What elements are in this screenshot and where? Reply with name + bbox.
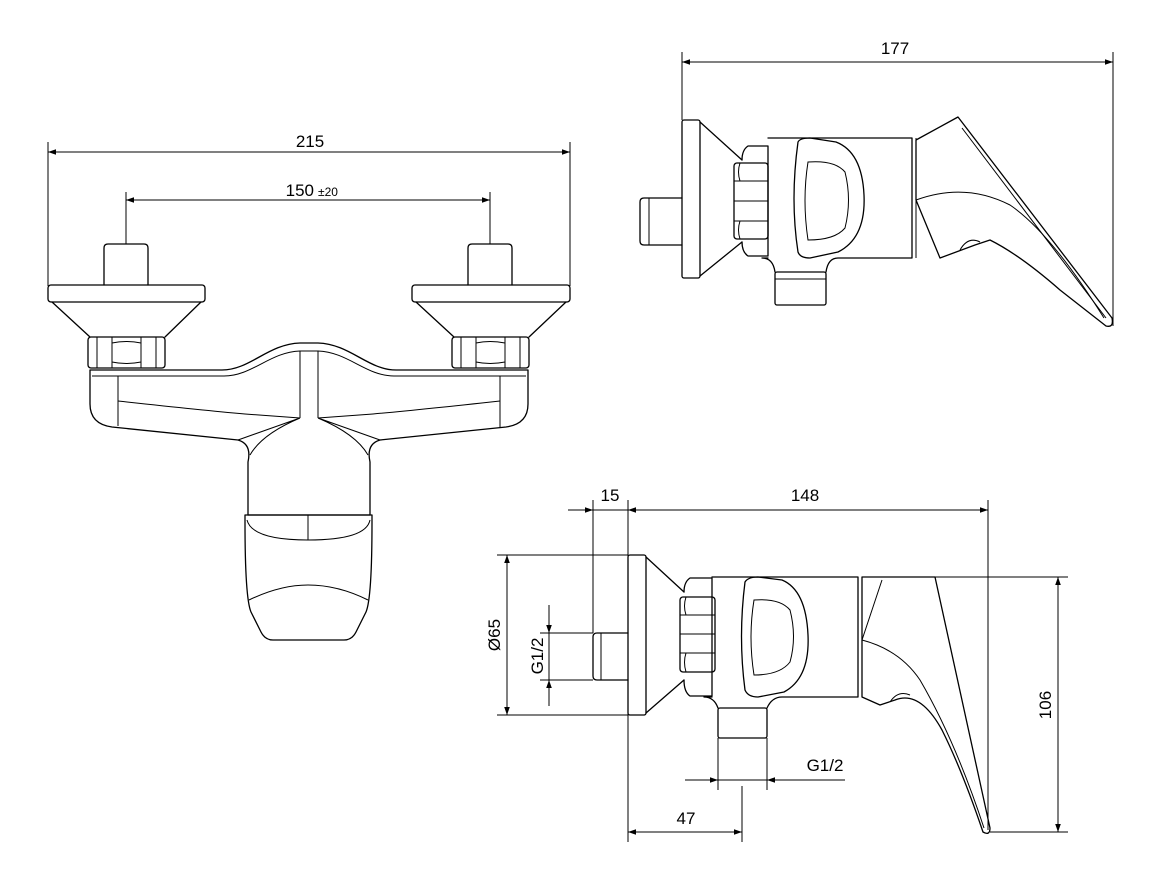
dimension-overall-width: 215 bbox=[47, 132, 571, 286]
rosette-cone bbox=[415, 301, 567, 338]
dimension-inlet-spacing: 150 ±20 bbox=[125, 181, 491, 244]
right-inlet bbox=[411, 243, 571, 369]
tolerance-label: ±20 bbox=[318, 185, 338, 199]
dimension-wall-offset: 15 bbox=[568, 486, 628, 633]
cover-lower-arc bbox=[248, 584, 369, 601]
lever-pivot bbox=[959, 239, 981, 251]
lever-outline bbox=[861, 576, 991, 834]
outlet-stub bbox=[774, 271, 827, 306]
body-arm-crease bbox=[117, 400, 501, 419]
inlet-pipe-stub bbox=[467, 243, 513, 286]
body-outline bbox=[703, 576, 859, 709]
mixer-body-front bbox=[89, 342, 529, 516]
rosette-cone bbox=[699, 121, 743, 277]
wall-rosette bbox=[47, 284, 206, 303]
cover-outline bbox=[244, 514, 373, 641]
dimension-label: 15 bbox=[601, 486, 620, 505]
valve-housing-inner bbox=[750, 599, 794, 676]
lever-pivot bbox=[889, 693, 911, 703]
dimension-height: 106 bbox=[935, 576, 1068, 833]
dimension-rosette-diameter: Ø65 bbox=[485, 554, 628, 716]
dimension-side-depth: 148 bbox=[627, 486, 989, 842]
dimension-top-depth: 177 bbox=[681, 39, 1114, 326]
hex-nut-facets bbox=[96, 337, 157, 368]
outlet-stub bbox=[717, 707, 768, 739]
body-outline bbox=[761, 137, 913, 273]
dimension-label: 215 bbox=[296, 132, 324, 151]
hex-nut-facets bbox=[680, 596, 715, 673]
rosette-cone bbox=[645, 556, 685, 714]
top-inlet bbox=[639, 119, 769, 279]
body-center-seam bbox=[299, 351, 319, 418]
cover-top-arc bbox=[246, 515, 371, 541]
dimension-outlet-thread: G1/2 bbox=[685, 756, 845, 783]
rosette-cone bbox=[51, 301, 202, 338]
lever-handle-top bbox=[915, 116, 1114, 327]
dimension-outlet-offset: 47 bbox=[628, 786, 743, 842]
dimension-label: 177 bbox=[881, 39, 909, 58]
lever-crease bbox=[915, 191, 1105, 319]
dimension-label: 47 bbox=[677, 809, 696, 828]
lever-top-edge bbox=[961, 127, 1107, 319]
cartridge-cover-front bbox=[244, 514, 373, 641]
valve-housing bbox=[740, 576, 809, 698]
mixer-body-side bbox=[703, 576, 863, 790]
valve-housing-inner bbox=[804, 161, 849, 241]
inlet-pipe-stub bbox=[103, 243, 149, 286]
dimension-label: G1/2 bbox=[528, 638, 547, 675]
body-top-edge bbox=[92, 350, 526, 377]
top-view: 177 bbox=[639, 39, 1114, 327]
dimension-label: Ø65 bbox=[485, 619, 504, 651]
valve-housing bbox=[793, 137, 865, 259]
nut-collar bbox=[683, 577, 713, 697]
hex-nut bbox=[451, 336, 530, 369]
hex-nut-facets bbox=[460, 337, 521, 368]
inlet-pipe-stub bbox=[592, 632, 629, 681]
dimension-inlet-thread: G1/2 bbox=[528, 605, 593, 706]
left-inlet bbox=[47, 243, 206, 369]
body-end-chamfer bbox=[117, 376, 501, 428]
dimension-label: 106 bbox=[1036, 691, 1055, 719]
lever-crease bbox=[861, 639, 985, 829]
inlet-pipe-stub bbox=[639, 197, 683, 246]
side-view: 15 148 Ø65 G1/2 bbox=[485, 486, 1068, 842]
hex-nut bbox=[87, 336, 166, 369]
lever-outline bbox=[915, 116, 1114, 327]
dimension-label: 148 bbox=[791, 486, 819, 505]
wall-rosette bbox=[681, 119, 701, 279]
lever-wedge-edge bbox=[861, 579, 883, 641]
side-inlet bbox=[592, 554, 716, 716]
mixer-body-top bbox=[761, 137, 917, 306]
body-outline bbox=[89, 342, 529, 516]
wall-rosette bbox=[411, 284, 571, 303]
lever-handle-side bbox=[861, 576, 991, 834]
dimension-label: 150 bbox=[286, 181, 314, 200]
body-v-notch bbox=[237, 417, 381, 456]
wall-rosette bbox=[627, 554, 647, 716]
front-view: 215 150 ±20 bbox=[47, 132, 571, 641]
dimension-label: G1/2 bbox=[807, 756, 844, 775]
hex-nut-facets bbox=[734, 162, 768, 240]
